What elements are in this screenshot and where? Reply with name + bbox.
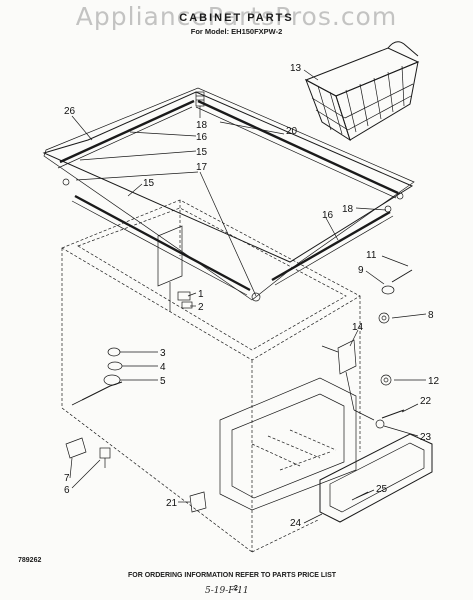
callout-5: 5 [160, 376, 166, 387]
callout-20: 20 [286, 126, 298, 137]
callout-19: 18 [196, 120, 208, 131]
callout-1: 1 [198, 289, 204, 300]
leader-lines [69, 69, 427, 524]
callout-21: 21 [166, 498, 178, 509]
cabinet-body [61, 199, 361, 553]
callout-11: 11 [366, 250, 377, 261]
callout-18: 18 [342, 204, 354, 215]
callout-16-upper: 16 [196, 132, 208, 143]
callout-labels: 13 26 18 16 20 15 17 15 18 16 11 9 1 2 8… [64, 63, 440, 529]
callout-22: 22 [420, 396, 432, 407]
callout-8: 8 [428, 310, 434, 321]
callout-13: 13 [290, 63, 302, 74]
callout-9: 9 [358, 265, 364, 276]
callout-23: 23 [420, 432, 432, 443]
callout-2: 2 [198, 302, 204, 313]
callout-6: 6 [64, 485, 70, 496]
lid-gasket-frame [42, 87, 415, 302]
diagram-title: CABINET PARTS [179, 12, 294, 24]
handwritten-note: 5-19-F-11 [205, 586, 249, 596]
callout-24: 24 [290, 518, 302, 529]
control-assembly [75, 171, 433, 523]
callout-3: 3 [160, 348, 166, 359]
model-label: For Model: EH150FXPW-2 [190, 27, 283, 36]
callout-15-lower: 15 [143, 178, 155, 189]
page-number: 2 [234, 585, 238, 592]
callout-26: 26 [64, 106, 76, 117]
callout-16-lower: 16 [322, 210, 334, 221]
ordering-instruction: FOR ORDERING INFORMATION REFER TO PARTS … [128, 572, 337, 579]
callout-15-upper: 15 [196, 147, 208, 158]
callout-25: 25 [376, 484, 388, 495]
callout-7: 7 [64, 473, 70, 484]
watermark: AppliancePartsPros.com [75, 2, 398, 31]
document-number: 789262 [18, 557, 42, 564]
callout-12: 12 [428, 376, 440, 387]
callout-17-upper: 17 [196, 162, 208, 173]
callout-14: 14 [352, 322, 364, 333]
callout-4: 4 [160, 362, 166, 373]
basket [304, 41, 420, 142]
